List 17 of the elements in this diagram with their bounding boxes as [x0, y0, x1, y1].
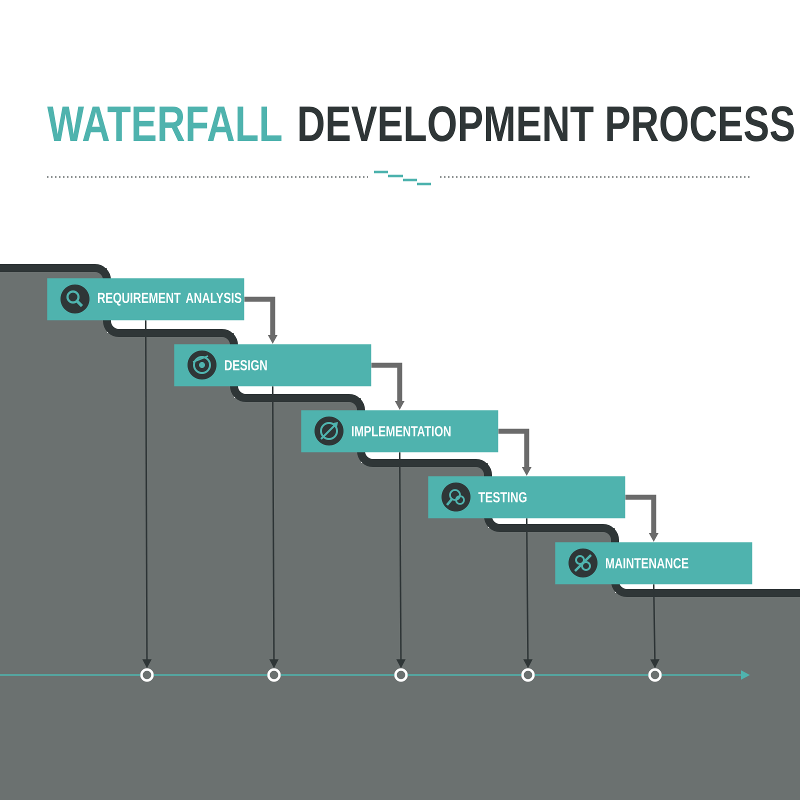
- timeline-line: [408, 674, 522, 676]
- timeline-line: [154, 674, 268, 676]
- timeline-marker: [521, 668, 535, 682]
- step-box: REQUIREMENT ANALYSIS: [47, 278, 244, 320]
- timeline-marker: [648, 668, 662, 682]
- step-box: TESTING: [428, 476, 626, 518]
- step-box: DESIGN: [174, 344, 372, 386]
- timeline-line: [280, 674, 394, 676]
- step-box: MAINTENANCE: [555, 542, 752, 584]
- timeline-marker: [140, 668, 154, 682]
- timeline-line: [0, 674, 140, 676]
- title-text: WATERFALL: [47, 106, 282, 141]
- title-text: DEVELOPMENT PROCESS: [300, 106, 794, 142]
- step-box: IMPLEMENTATION: [301, 410, 498, 452]
- timeline-marker: [267, 668, 281, 682]
- timeline-line: [534, 674, 648, 676]
- timeline-marker: [394, 668, 408, 682]
